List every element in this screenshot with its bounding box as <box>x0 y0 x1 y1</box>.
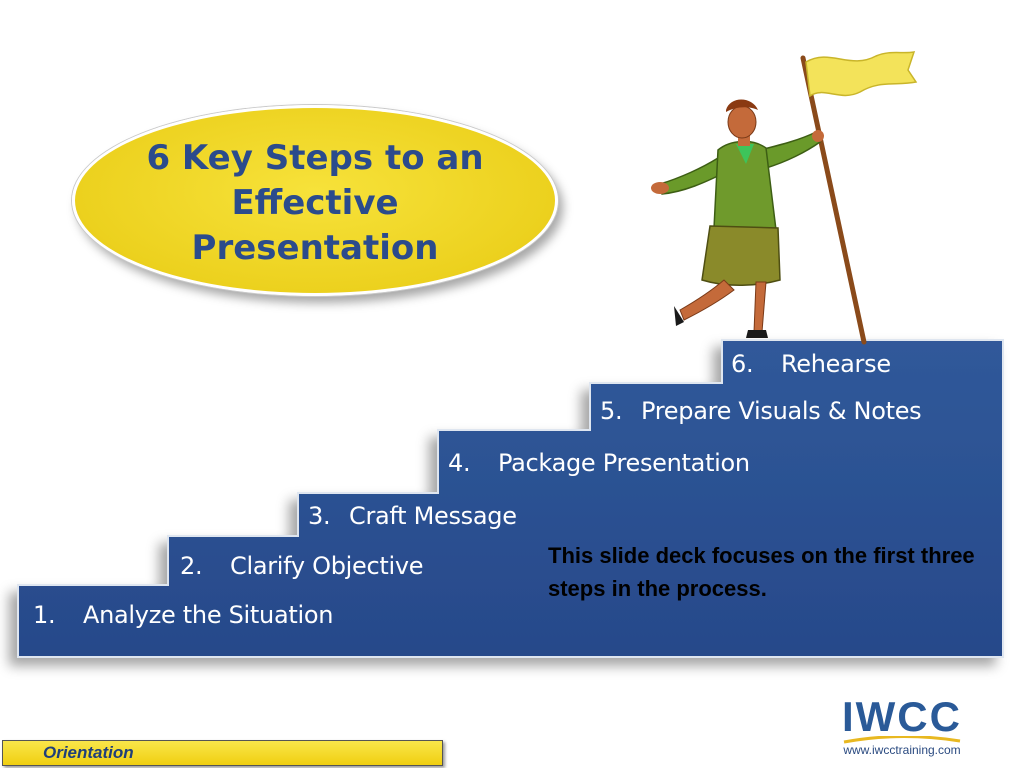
focus-note: This slide deck focuses on the first thr… <box>548 543 975 601</box>
section-footer-bar: Orientation <box>2 740 443 766</box>
step-2-number: 2. <box>180 552 203 580</box>
step-5-number: 5. <box>600 397 623 425</box>
step-5: 5. Prepare Visuals & Notes <box>600 397 922 425</box>
step-3-number: 3. <box>308 502 331 530</box>
step-2-label: Clarify Objective <box>230 552 424 580</box>
title-oval: 6 Key Steps to an Effective Presentation <box>72 105 558 296</box>
section-label: Orientation <box>43 743 134 762</box>
step-6-label: Rehearse <box>781 350 891 378</box>
logo-url: www.iwcctraining.com <box>843 743 961 757</box>
step-4-number: 4. <box>448 449 471 477</box>
slide-title: 6 Key Steps to an Effective Presentation <box>146 138 484 268</box>
logo-swoosh-icon <box>843 736 961 744</box>
step-1: 1. Analyze the Situation <box>33 601 333 629</box>
step-4-label: Package Presentation <box>498 449 750 477</box>
step-1-number: 1. <box>33 601 56 629</box>
person-with-flag-icon <box>651 51 918 345</box>
logo-wordmark: IWCC <box>842 693 962 740</box>
step-1-label: Analyze the Situation <box>83 601 334 629</box>
step-6: 6. Rehearse <box>731 350 891 378</box>
step-3: 3. Craft Message <box>308 502 517 530</box>
step-2: 2. Clarify Objective <box>180 552 424 580</box>
stairs-shape <box>17 339 1004 658</box>
step-4: 4. Package Presentation <box>448 449 750 477</box>
company-logo: IWCC www.iwcctraining.com <box>832 693 972 763</box>
step-5-label: Prepare Visuals & Notes <box>641 397 922 425</box>
step-6-number: 6. <box>731 350 754 378</box>
step-3-label: Craft Message <box>349 502 517 530</box>
